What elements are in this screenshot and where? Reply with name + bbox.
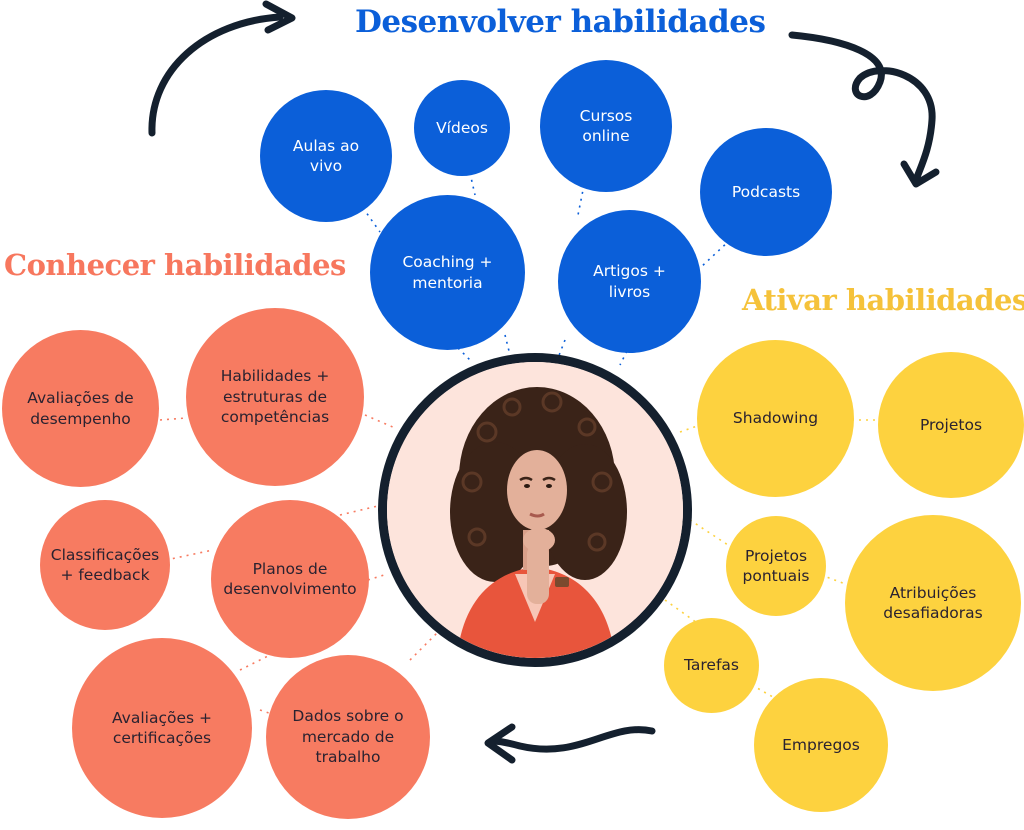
heading-develop-skills: Desenvolver habilidades <box>355 4 766 40</box>
bubble-label: Dados sobre o mercado de trabalho <box>292 707 404 767</box>
bubble-label: Vídeos <box>436 118 488 137</box>
arrow-bottom-icon <box>486 726 656 753</box>
bubble-online-courses: Cursos online <box>540 60 672 192</box>
bubble-development-plans: Planos de desenvolvimento <box>211 500 369 658</box>
bubble-ratings-feedback: Classificações + feedback <box>40 500 170 630</box>
bubble-label: Classificações + feedback <box>50 545 160 584</box>
bubble-label: Empregos <box>782 735 860 754</box>
bubble-assessments: Avaliações + certificações <box>72 638 252 818</box>
bubble-labor-market-data: Dados sobre o mercado de trabalho <box>266 655 430 819</box>
bubble-projects: Projetos <box>878 352 1024 498</box>
bubble-label: Podcasts <box>731 182 801 201</box>
bubble-label: Avaliações + certificações <box>111 708 212 747</box>
bubble-label: Shadowing <box>732 409 819 428</box>
arrow-top-left-icon <box>148 13 284 137</box>
bubble-coaching: Coaching + mentoria <box>370 195 525 350</box>
portrait-photo <box>378 353 692 667</box>
arrow-top-right-icon <box>788 31 936 184</box>
bubble-label: Cursos online <box>579 106 633 145</box>
bubble-performance-reviews: Avaliações de desempenho <box>2 330 159 487</box>
bubble-label: Aulas ao vivo <box>292 136 360 175</box>
heading-know-skills: Conhecer habilidades <box>4 248 346 282</box>
bubble-label: Atribuições desafiadoras <box>883 583 983 622</box>
bubble-jobs: Empregos <box>754 678 888 812</box>
bubble-shadowing: Shadowing <box>697 340 854 497</box>
bubble-label: Avaliações de desempenho <box>27 389 134 428</box>
bubble-tasks: Tarefas <box>664 618 759 713</box>
bubble-label: Projetos <box>919 415 983 434</box>
bubble-label: Habilidades + estruturas de competências <box>220 367 330 427</box>
heading-activate-skills: Ativar habilidades <box>742 283 1024 317</box>
bubble-label: Tarefas <box>684 656 739 675</box>
bubble-label: Coaching + mentoria <box>402 253 493 292</box>
bubble-gigs: Projetos pontuais <box>726 516 826 616</box>
bubble-label: Planos de desenvolvimento <box>223 559 357 598</box>
bubble-articles: Artigos + livros <box>558 210 701 353</box>
bubble-videos: Vídeos <box>414 80 510 176</box>
bubble-label: Projetos pontuais <box>742 546 810 585</box>
woman-thinking-illustration <box>387 362 683 658</box>
bubble-stretch-assignments: Atribuições desafiadoras <box>845 515 1021 691</box>
bubble-skill-frameworks: Habilidades + estruturas de competências <box>186 308 364 486</box>
bubble-live-classes: Aulas ao vivo <box>260 90 392 222</box>
bubble-label: Artigos + livros <box>593 262 666 301</box>
bubble-podcasts: Podcasts <box>700 128 832 256</box>
